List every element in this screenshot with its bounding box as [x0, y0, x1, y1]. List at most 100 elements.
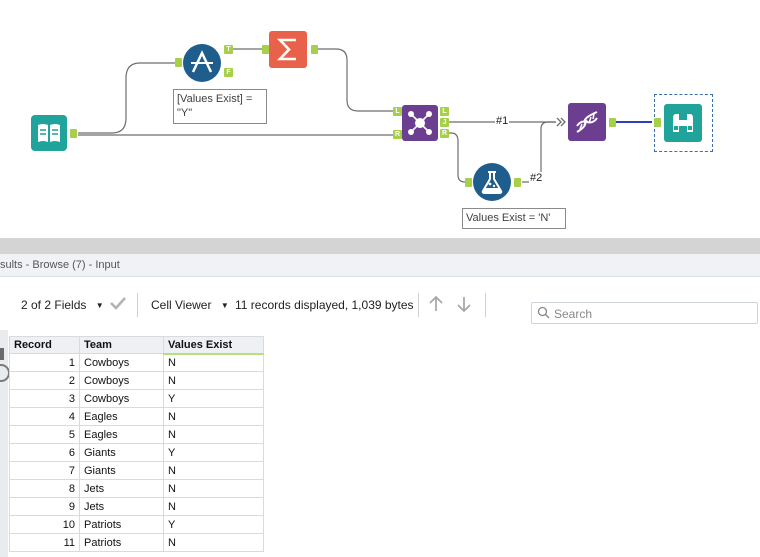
fields-dropdown[interactable]: 2 of 2 Fields ▼: [21, 296, 104, 314]
arrow-up-icon: [429, 295, 443, 311]
team-cell[interactable]: Cowboys: [79, 389, 164, 408]
workflow-canvas[interactable]: T F [Values Exist] = "Y" L R L J R #1: [0, 0, 760, 238]
scroll-up-button[interactable]: [428, 294, 444, 312]
summarize-input-anchor[interactable]: [262, 45, 269, 54]
dna-icon: [576, 111, 598, 133]
team-cell[interactable]: Jets: [79, 479, 164, 498]
record-cell[interactable]: 11: [9, 533, 80, 552]
team-cell[interactable]: Giants: [79, 443, 164, 462]
record-cell[interactable]: 1: [9, 353, 80, 372]
record-cell[interactable]: 10: [9, 515, 80, 534]
formula-output-anchor[interactable]: [514, 178, 521, 187]
summarize-tool[interactable]: [269, 31, 307, 68]
record-cell[interactable]: 8: [9, 479, 80, 498]
record-cell[interactable]: 9: [9, 497, 80, 516]
values-exist-cell[interactable]: Y: [163, 443, 264, 462]
record-cell[interactable]: 3: [9, 389, 80, 408]
connection-join-formula: [446, 132, 467, 183]
apply-check-button[interactable]: [109, 295, 127, 313]
union-output-anchor[interactable]: [609, 118, 616, 127]
caret-down-icon: ▼: [220, 301, 229, 310]
join-right-input-anchor[interactable]: R: [393, 130, 402, 139]
column-header-values-exist[interactable]: Values Exist: [163, 336, 264, 355]
toolbar-separator: [418, 293, 419, 317]
formula-tool[interactable]: [473, 163, 511, 201]
record-cell[interactable]: 5: [9, 425, 80, 444]
column-header-team[interactable]: Team: [79, 336, 164, 354]
team-cell[interactable]: Cowboys: [79, 371, 164, 390]
cell-viewer-label: Cell Viewer: [151, 298, 212, 312]
join-left-input-anchor[interactable]: L: [393, 107, 402, 116]
values-exist-cell[interactable]: N: [163, 479, 264, 498]
values-exist-cell[interactable]: N: [163, 353, 264, 372]
formula-input-anchor[interactable]: [465, 178, 472, 187]
input-data-tool[interactable]: [31, 115, 67, 151]
flask-icon: [481, 171, 503, 194]
join-join-output-anchor[interactable]: J: [440, 118, 449, 127]
summarize-output-anchor[interactable]: [311, 45, 318, 54]
values-exist-cell[interactable]: Y: [163, 389, 264, 408]
record-cell[interactable]: 7: [9, 461, 80, 480]
team-cell[interactable]: Patriots: [79, 533, 164, 552]
browse-tool[interactable]: [664, 104, 702, 142]
values-exist-cell[interactable]: Y: [163, 515, 264, 534]
checkmark-icon: [110, 297, 126, 310]
values-exist-cell[interactable]: N: [163, 371, 264, 390]
filter-input-anchor[interactable]: [175, 58, 182, 67]
input-output-anchor[interactable]: [70, 129, 77, 138]
records-info: 11 records displayed, 1,039 bytes: [235, 298, 414, 312]
column-header-record[interactable]: Record: [9, 336, 80, 354]
team-cell[interactable]: Eagles: [79, 425, 164, 444]
filter-false-anchor[interactable]: F: [224, 68, 233, 77]
team-cell[interactable]: Jets: [79, 497, 164, 516]
search-input[interactable]: [552, 305, 756, 323]
results-toolbar: 2 of 2 Fields ▼ Cell Viewer ▼ 11 records…: [0, 287, 760, 321]
join-left-output-anchor[interactable]: L: [440, 107, 449, 116]
connection-label-1: #1: [495, 115, 510, 127]
values-exist-cell[interactable]: N: [163, 425, 264, 444]
arrow-down-icon: [457, 297, 471, 313]
book-icon: [38, 124, 60, 142]
browse-input-anchor[interactable]: [654, 118, 661, 127]
table-header-row: Record Team Values Exist: [9, 336, 264, 355]
filter-true-anchor[interactable]: T: [224, 45, 233, 54]
record-cell[interactable]: 6: [9, 443, 80, 462]
values-exist-cell[interactable]: N: [163, 407, 264, 426]
side-grid-icon[interactable]: [0, 348, 4, 360]
sigma-icon: [276, 38, 296, 61]
join-right-output-anchor[interactable]: R: [440, 129, 449, 138]
team-cell[interactable]: Giants: [79, 461, 164, 480]
values-exist-cell[interactable]: N: [163, 533, 264, 552]
join-tool[interactable]: [402, 105, 438, 141]
caret-down-icon: ▼: [95, 301, 104, 310]
filter-annotation: [Values Exist] = "Y": [173, 89, 267, 124]
join-icon: [408, 111, 432, 135]
connection-label-2: #2: [529, 172, 544, 184]
filter-tool[interactable]: [183, 44, 221, 82]
team-cell[interactable]: Patriots: [79, 515, 164, 534]
pane-divider[interactable]: [0, 238, 760, 254]
scroll-down-button[interactable]: [456, 294, 472, 313]
record-cell[interactable]: 4: [9, 407, 80, 426]
team-cell[interactable]: Cowboys: [79, 353, 164, 372]
values-exist-cell[interactable]: N: [163, 497, 264, 516]
search-box[interactable]: [531, 302, 758, 324]
cell-viewer-dropdown[interactable]: Cell Viewer ▼: [151, 296, 229, 314]
union-tool[interactable]: [568, 103, 606, 141]
results-pane: sults - Browse (7) - Input 2 of 2 Fields…: [0, 254, 760, 557]
values-exist-cell[interactable]: N: [163, 461, 264, 480]
record-cell[interactable]: 2: [9, 371, 80, 390]
team-cell[interactable]: Eagles: [79, 407, 164, 426]
